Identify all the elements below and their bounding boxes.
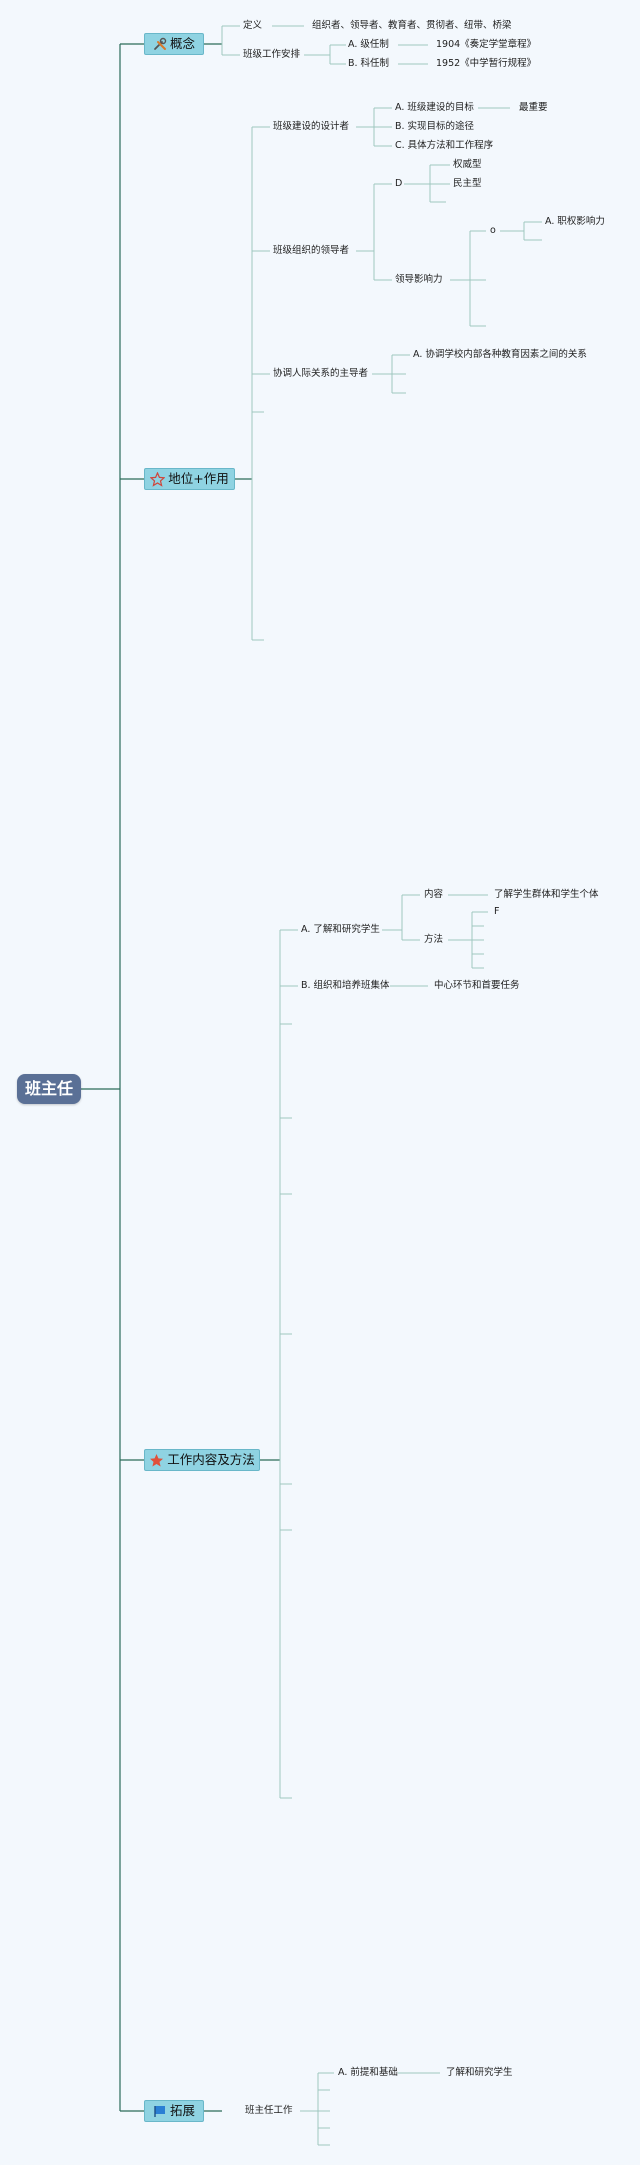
authoritarian-type[interactable]: 权威型	[453, 159, 482, 170]
designer-goal[interactable]: A. 班级建设的目标	[395, 102, 474, 113]
designer-label[interactable]: 班级建设的设计者	[273, 121, 350, 132]
content-label[interactable]: 内容	[424, 889, 444, 900]
topic-concept[interactable]: 概念	[144, 33, 204, 55]
method-f[interactable]: F	[494, 906, 500, 917]
influence-label[interactable]: 领导影响力	[395, 274, 443, 285]
premise-label[interactable]: A. 前提和基础	[338, 2067, 398, 2078]
leader-d[interactable]: D	[395, 178, 403, 189]
topic-work[interactable]: 工作内容及方法	[144, 1449, 260, 1471]
topic-role-label: 地位+作用	[168, 471, 229, 486]
star-outline-icon	[150, 471, 166, 487]
topic-extend[interactable]: 拓展	[144, 2100, 204, 2122]
coordinator-label[interactable]: 协调人际关系的主导者	[273, 368, 369, 379]
subject-system[interactable]: B. 科任制	[348, 58, 390, 69]
topic-role[interactable]: 地位+作用	[144, 468, 235, 490]
topic-extend-label: 拓展	[169, 2103, 195, 2118]
premise-value[interactable]: 了解和研究学生	[446, 2067, 513, 2078]
star-filled-icon	[150, 1453, 164, 1466]
subject-year[interactable]: 1952《中学暂行规程》	[436, 58, 537, 69]
organize-class[interactable]: B. 组织和培养班集体	[301, 980, 390, 991]
understand-students[interactable]: A. 了解和研究学生	[301, 924, 380, 935]
wrench-pencil-icon	[154, 37, 167, 50]
coordinator-a[interactable]: A. 协调学校内部各种教育因素之间的关系	[413, 349, 587, 360]
positional-influence[interactable]: A. 职权影响力	[545, 216, 605, 227]
method-label[interactable]: 方法	[424, 934, 444, 945]
extend-work-label[interactable]: 班主任工作	[245, 2105, 293, 2116]
arrangement-label[interactable]: 班级工作安排	[243, 49, 301, 60]
influence-o[interactable]: o	[490, 225, 496, 236]
organize-value[interactable]: 中心环节和首要任务	[434, 980, 520, 991]
root-topic[interactable]: 班主任	[17, 1074, 81, 1104]
definition-value[interactable]: 组织者、领导者、教育者、贯彻者、纽带、桥梁	[312, 20, 512, 31]
designer-goal-note[interactable]: 最重要	[519, 102, 548, 113]
content-value[interactable]: 了解学生群体和学生个体	[494, 889, 599, 900]
leader-label[interactable]: 班级组织的领导者	[273, 245, 350, 256]
designer-path[interactable]: B. 实现目标的途径	[395, 121, 475, 132]
topic-work-label: 工作内容及方法	[167, 1452, 255, 1467]
democratic-type[interactable]: 民主型	[453, 178, 482, 189]
designer-method[interactable]: C. 具体方法和工作程序	[395, 140, 494, 151]
grade-year[interactable]: 1904《奏定学堂章程》	[436, 39, 537, 50]
topic-concept-label: 概念	[169, 36, 195, 51]
grade-system[interactable]: A. 级任制	[348, 39, 389, 50]
definition-label[interactable]: 定义	[243, 20, 263, 31]
flag-icon	[154, 2106, 165, 2117]
